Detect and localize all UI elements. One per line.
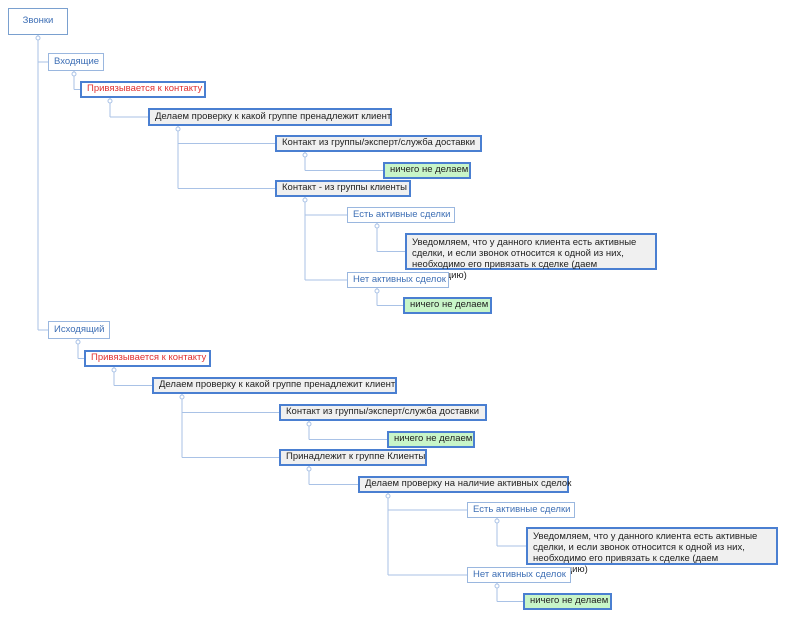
collapse-handle-icon[interactable] xyxy=(107,98,113,104)
incoming-check-group[interactable]: Делаем проверку к какой группе пренадлеж… xyxy=(148,108,392,126)
collapse-handle-icon[interactable] xyxy=(302,197,308,203)
outgoing-contact-service-group[interactable]: Контакт из группы/эксперт/служба доставк… xyxy=(279,404,487,421)
incoming-contact-clients-group[interactable]: Контакт - из группы клиенты xyxy=(275,180,411,197)
collapse-handle-icon[interactable] xyxy=(35,35,41,41)
incoming-has-active-deals[interactable]: Есть активные сделки xyxy=(347,207,455,223)
incoming-do-nothing-2[interactable]: ничего не делаем xyxy=(403,297,492,314)
outgoing-belongs-clients-group[interactable]: Принадлежит к группе Клиенты xyxy=(279,449,427,466)
collapse-handle-icon[interactable] xyxy=(111,367,117,373)
collapse-handle-icon[interactable] xyxy=(71,71,77,77)
outgoing-bind-contact[interactable]: Привязывается к контакту xyxy=(84,350,211,367)
collapse-handle-icon[interactable] xyxy=(494,518,500,524)
collapse-handle-icon[interactable] xyxy=(179,394,185,400)
branch-incoming[interactable]: Входящие xyxy=(48,53,104,71)
incoming-bind-contact[interactable]: Привязывается к контакту xyxy=(80,81,206,98)
incoming-no-active-deals[interactable]: Нет активных сделок xyxy=(347,272,449,288)
incoming-notify-instruction[interactable]: Уведомляем, что у данного клиента есть а… xyxy=(405,233,657,281)
collapse-handle-icon[interactable] xyxy=(306,466,312,472)
outgoing-do-nothing-1[interactable]: ничего не делаем xyxy=(387,431,475,448)
collapse-handle-icon[interactable] xyxy=(494,583,500,589)
branch-outgoing[interactable]: Исходящий xyxy=(48,321,110,339)
outgoing-check-group[interactable]: Делаем проверку к какой группе пренадлеж… xyxy=(152,377,397,394)
outgoing-notify-instruction[interactable]: Уведомляем, что у данного клиента есть а… xyxy=(526,527,778,575)
outgoing-no-active-deals[interactable]: Нет активных сделок xyxy=(467,567,571,583)
collapse-handle-icon[interactable] xyxy=(75,339,81,345)
incoming-do-nothing-1[interactable]: ничего не делаем xyxy=(383,162,471,179)
outgoing-check-active-deals[interactable]: Делаем проверку на наличие активных сдел… xyxy=(358,476,571,493)
collapse-handle-icon[interactable] xyxy=(306,421,312,427)
collapse-handle-icon[interactable] xyxy=(374,223,380,229)
outgoing-has-active-deals[interactable]: Есть активные сделки xyxy=(467,502,575,518)
collapse-handle-icon[interactable] xyxy=(175,126,181,132)
collapse-handle-icon[interactable] xyxy=(302,152,308,158)
collapse-handle-icon[interactable] xyxy=(385,493,391,499)
outgoing-do-nothing-2[interactable]: ничего не делаем xyxy=(523,593,612,610)
incoming-contact-service-group[interactable]: Контакт из группы/эксперт/служба доставк… xyxy=(275,135,482,152)
root-node-calls[interactable]: Звонки xyxy=(8,8,68,35)
collapse-handle-icon[interactable] xyxy=(374,288,380,294)
